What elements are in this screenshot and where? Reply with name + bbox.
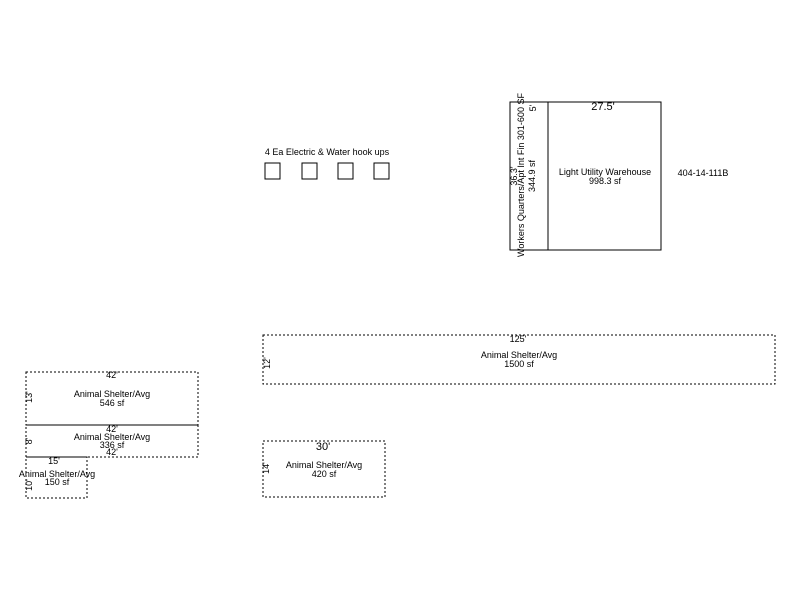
shelter-small-outline [25, 456, 88, 499]
shelter-left-top-area: 546 sf [100, 398, 125, 408]
shelter-small-dim-side: 10' [24, 479, 34, 491]
shelter-large-label: Animal Shelter/Avg [481, 350, 557, 360]
hookup-box [337, 162, 354, 180]
hookup-box [373, 162, 390, 180]
shelter-left-mid-dim-top: 42' [106, 424, 118, 434]
hookup-box [301, 162, 318, 180]
shelter-mid-dim-side: 14' [261, 462, 271, 474]
shelter-large-dim-side: 12' [262, 357, 272, 369]
shelter-left-mid-dim-bottom: 42' [106, 447, 118, 457]
workers-quarters-dim-top: 5' [528, 104, 538, 111]
workers-quarters-label: Workers Quarters/Apt Int Fin 301-600 SF [516, 93, 526, 257]
shelter-large-area: 1500 sf [504, 359, 534, 369]
shelter-large: 125' Animal Shelter/Avg 1500 sf 12' [262, 334, 776, 385]
workers-quarters: Workers Quarters/Apt Int Fin 301-600 SF … [509, 93, 549, 257]
shelter-mid-outline [262, 440, 386, 498]
shelter-left-top-dim-side: 13' [24, 391, 34, 403]
workers-quarters-dim-side: 36.3' [509, 166, 519, 186]
shelter-small: 15' Animal Shelter/Avg 150 sf 10' [19, 456, 95, 499]
shelter-mid: 30' Animal Shelter/Avg 420 sf 14' [261, 440, 386, 498]
workers-quarters-area: 344.9 sf [527, 159, 537, 192]
shelter-left-top-outline [25, 371, 199, 426]
shelter-small-label: Animal Shelter/Avg [19, 469, 95, 479]
hookups-label: 4 Ea Electric & Water hook ups [265, 147, 390, 157]
shelter-small-dim-top: 15' [48, 456, 60, 466]
shelter-mid-label: Animal Shelter/Avg [286, 460, 362, 470]
warehouse: 27.5' Light Utility Warehouse 998.3 sf [547, 101, 662, 251]
parcel-id: 404-14-111B [678, 168, 729, 178]
shelter-large-outline [262, 334, 776, 385]
shelter-left-mid-outline [25, 424, 199, 458]
warehouse-dim-top: 27.5' [591, 101, 615, 113]
shelter-left-mid-label: Animal Shelter/Avg [74, 432, 150, 442]
shelter-left-mid-area: 336 sf [100, 440, 125, 450]
shelter-mid-area: 420 sf [312, 469, 337, 479]
shelter-left-mid-dim-side: 8' [24, 437, 34, 444]
warehouse-area: 998.3 sf [589, 176, 622, 186]
warehouse-label: Light Utility Warehouse [559, 167, 651, 177]
hookup-box [264, 162, 281, 180]
hookups-group: 4 Ea Electric & Water hook ups [264, 147, 390, 180]
shelter-large-dim-top: 125' [510, 334, 527, 344]
shelter-left-top: 42' Animal Shelter/Avg 546 sf 13' [24, 370, 199, 426]
shelter-small-area: 150 sf [45, 477, 70, 487]
shelter-mid-dim-top: 30' [316, 441, 330, 453]
warehouse-outline [547, 101, 662, 251]
shelter-left-top-dim-top: 42' [106, 370, 118, 380]
shelter-left-top-label: Animal Shelter/Avg [74, 389, 150, 399]
shelter-left-mid: 42' Animal Shelter/Avg 336 sf 42' 8' [24, 424, 199, 458]
